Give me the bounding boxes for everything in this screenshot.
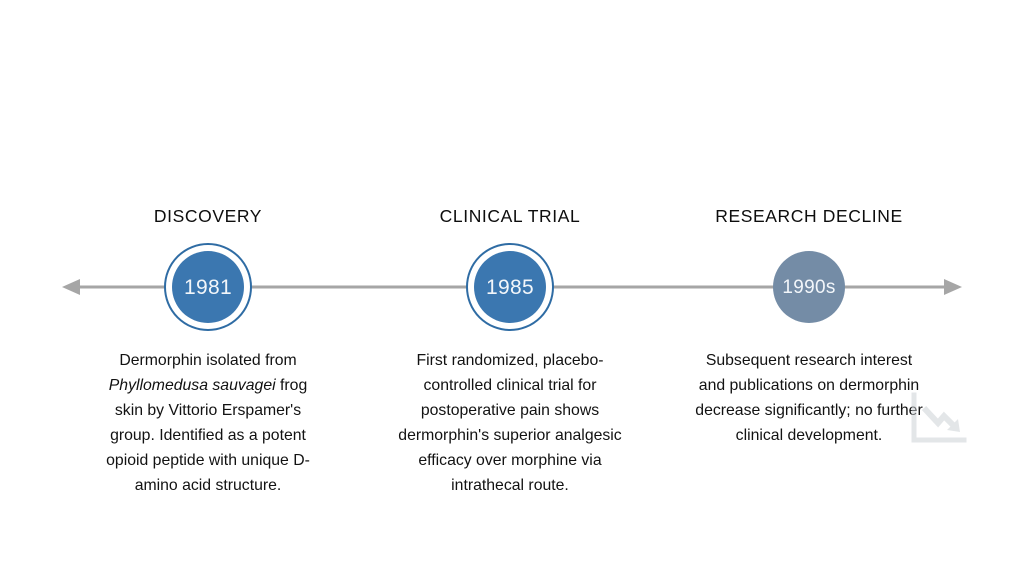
milestone-node-disc: 1981: [172, 251, 244, 323]
milestone-node-research-decline[interactable]: 1990s: [773, 251, 845, 323]
milestone-description-research-decline: Subsequent research interest and publica…: [695, 352, 923, 444]
milestone-heading-clinical-trial: CLINICAL TRIAL: [439, 206, 581, 226]
milestone-year-discovery: 1981: [184, 275, 232, 299]
milestone-heading-research-decline: RESEARCH DECLINE: [715, 206, 903, 226]
milestone-node-disc: 1985: [474, 251, 546, 323]
milestone-description-discovery: Dermorphin isolated from Phyllomedusa sa…: [94, 348, 322, 498]
milestone-year-research-decline: 1990s: [782, 276, 836, 298]
milestone-discovery[interactable]: DISCOVERY 1981 Dermorphin isolated from …: [58, 0, 358, 572]
milestone-node-discovery[interactable]: 1981: [164, 243, 252, 331]
milestone-year-clinical-trial: 1985: [486, 275, 534, 299]
description-text-part1: Dermorphin isolated from: [119, 352, 297, 369]
milestone-node-clinical-trial[interactable]: 1985: [466, 243, 554, 331]
description-text-part2: frog skin by Vittorio Erspamer's group. …: [106, 377, 310, 494]
milestone-description-clinical-trial: First randomized, placebo-controlled cli…: [398, 352, 622, 494]
species-name-italic: Phyllomedusa sauvagei: [108, 377, 276, 394]
milestone-heading-discovery: DISCOVERY: [153, 206, 263, 226]
milestone-research-decline[interactable]: RESEARCH DECLINE 1990s Subsequent resear…: [659, 0, 959, 572]
milestone-clinical-trial[interactable]: CLINICAL TRIAL 1985 First randomized, pl…: [360, 0, 660, 572]
